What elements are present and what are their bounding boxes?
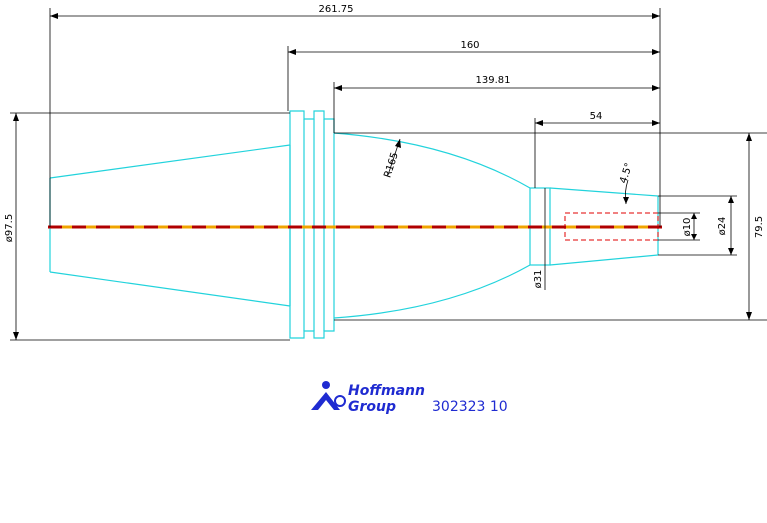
- dim-taper-angle: 4.5°: [618, 162, 635, 185]
- dim-flange-to-end: 160: [460, 40, 479, 51]
- dim-total-length: 261.75: [319, 4, 354, 15]
- dim-nose-length: 54: [590, 111, 603, 122]
- dim-height: 79.5: [754, 216, 765, 238]
- logo-text-line1: Hoffmann: [348, 383, 425, 399]
- dim-bore-diameter: ø10: [682, 218, 693, 237]
- taper-bottom-edge: [49, 271, 291, 307]
- dim-large-diameter: ø97.5: [4, 214, 15, 242]
- logo-mark-icon: [311, 381, 346, 410]
- body-top-curve: [333, 132, 531, 189]
- dim-body-length: 139.81: [476, 75, 511, 86]
- part-outline: [49, 110, 659, 339]
- body-bottom-curve: [333, 264, 531, 319]
- nose-top-edge: [549, 187, 659, 197]
- nose-bottom-edge: [549, 254, 659, 266]
- dim-nose-diameter: ø24: [717, 217, 728, 236]
- flange-collar: [289, 110, 335, 339]
- dimension-lines: [10, 8, 767, 341]
- part-number: 302323 10: [432, 399, 508, 415]
- arrowheads: [13, 13, 752, 340]
- logo-text-line2: Group: [348, 399, 396, 415]
- dim-neck-diameter: ø31: [533, 270, 544, 289]
- dim-radius: R165: [382, 151, 401, 179]
- taper-top-edge: [49, 144, 291, 179]
- hoffmann-group-logo: Hoffmann Group: [311, 381, 425, 415]
